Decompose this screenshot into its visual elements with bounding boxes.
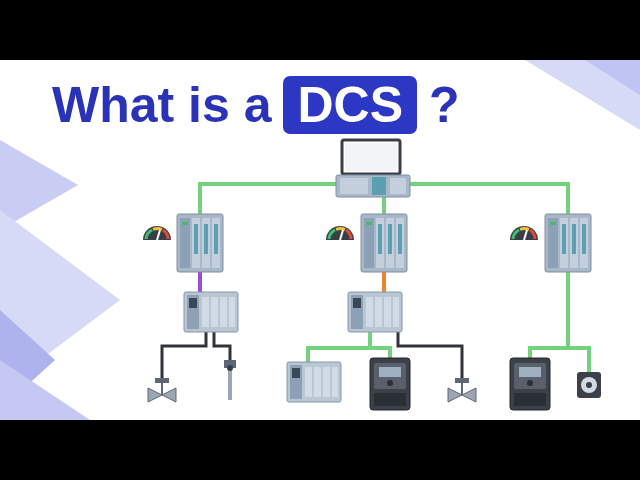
operator-workstation [336, 140, 410, 197]
decor-triangle [0, 360, 90, 420]
valve-symbol [448, 378, 476, 402]
controller [361, 214, 407, 272]
highlight-text: DCS [297, 79, 403, 132]
decor-triangle [585, 60, 640, 95]
valve-symbol [148, 378, 176, 402]
title-mark: ? [429, 76, 460, 134]
gauge-icon [326, 226, 354, 240]
title: What is a [52, 76, 271, 134]
gauge-icon [510, 226, 538, 240]
remote-io [348, 292, 402, 332]
temperature-sensor [224, 360, 236, 400]
remote-io [287, 362, 341, 402]
remote-io [184, 292, 238, 332]
drive-unit [370, 358, 410, 410]
highlight-box: DCS [283, 76, 417, 135]
gauge-icon [143, 226, 171, 240]
thumbnail-ground: What is a DCS? [0, 60, 640, 420]
decor-triangle [525, 60, 640, 130]
drive-unit [510, 358, 550, 410]
controller [177, 214, 223, 272]
encoder-symbol [577, 372, 601, 398]
decor-triangle [0, 140, 78, 230]
network-wires [200, 184, 589, 372]
controller [545, 214, 591, 272]
